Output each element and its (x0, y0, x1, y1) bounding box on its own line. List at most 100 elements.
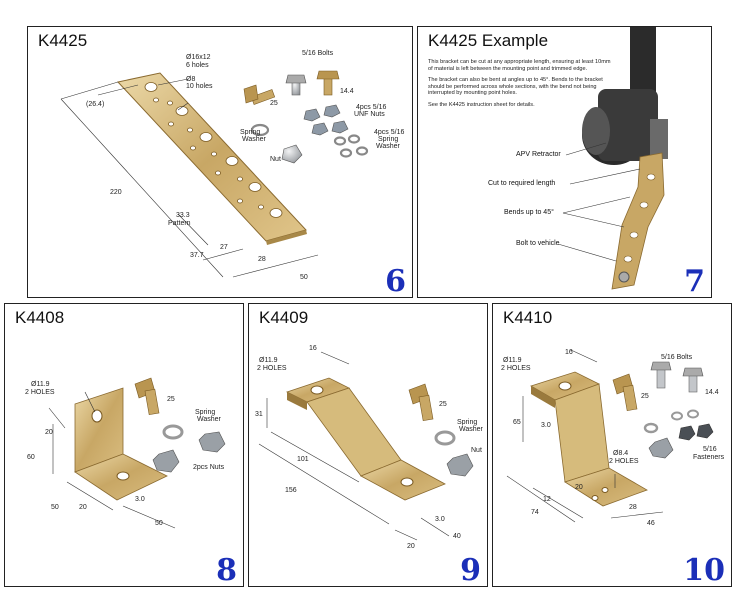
paragraph-bend: The bracket can also be bent at angles u… (428, 77, 603, 97)
label-nut: Nut (270, 156, 281, 163)
k4409-hardware (408, 383, 474, 477)
k4425-drawing: Ø16x12 6 holes Ø8 10 holes (26.4) 220 33… (60, 50, 404, 281)
callout-bends: Bends up to 45° (504, 209, 554, 216)
paragraph-see: See the K4425 instruction sheet for deta… (428, 101, 535, 108)
label-d25: 25 (167, 396, 175, 403)
label-d16: 16 (565, 349, 573, 356)
label-d20: 20 (407, 543, 415, 550)
label-d20b: 20 (79, 504, 87, 511)
paragraph-cut: This bracket can be cut at any appropria… (428, 59, 611, 72)
panel-number: 8 (216, 553, 237, 587)
label-spring: Spring (240, 129, 260, 136)
hardware-bolts (243, 70, 340, 105)
panel-number: 7 (684, 264, 705, 298)
label-hole2: 2 HOLES (25, 389, 55, 396)
label-d50b: 50 (155, 520, 163, 527)
label-d31: 31 (255, 411, 263, 418)
label-spring: Spring (195, 409, 215, 416)
panel-title: K4408 (15, 308, 65, 327)
label-d156: 156 (285, 487, 297, 494)
label-washer: Washer (242, 136, 267, 143)
label-spring: Spring (457, 419, 477, 426)
label-d50a: 50 (51, 504, 59, 511)
label-d30: 3.0 (435, 516, 445, 523)
label-d25: 25 (439, 401, 447, 408)
panel-number: 9 (460, 553, 481, 587)
label-d60: 60 (27, 454, 35, 461)
k4408-drawing: Ø11.9 2 HOLES 20 60 50 20 3.0 50 25 Spri… (25, 377, 226, 529)
label-d30: 3.0 (135, 496, 145, 503)
label-d101: 101 (297, 456, 309, 463)
label-hole84: Ø8.4 (613, 450, 628, 457)
label-pattern: Pattern (168, 220, 191, 227)
label-bolts: 5/16 Bolts (661, 354, 693, 361)
example-photo (557, 27, 668, 290)
k4410-drawing: 16 Ø11.9 2 HOLES 65 3.0 Ø8.4 2 HOLES 20 … (501, 349, 725, 527)
k4409-drawing: 16 Ø11.9 2 HOLES 31 101 156 3.0 20 40 25… (255, 345, 484, 550)
label-d144: 14.4 (705, 389, 719, 396)
label-d74: 74 (531, 509, 539, 516)
label-washer: Washer (197, 416, 222, 423)
label-d30: 3.0 (541, 422, 551, 429)
label-d28: 28 (629, 504, 637, 511)
k4410-hardware (612, 361, 714, 459)
label-nut: Nut (471, 447, 482, 454)
label-hole-small-count: 10 holes (186, 83, 213, 90)
label-offset: (26.4) (86, 101, 104, 108)
label-d12: 12 (543, 496, 551, 503)
panel-title: K4425 (38, 31, 88, 50)
example-description: This bracket can be cut at any appropria… (428, 59, 613, 114)
label-hole: Ø11.9 (503, 357, 522, 364)
label-hole-big-count: 6 holes (186, 62, 209, 69)
label-fast2: Fasteners (693, 454, 725, 461)
label-hole-big: Ø16x12 (186, 54, 211, 61)
label-d27: 27 (220, 244, 228, 251)
label-d25: 25 (270, 100, 278, 107)
panel-k4425: K4425 (27, 26, 413, 298)
label-d28: 28 (258, 256, 266, 263)
label-hole2: 2 HOLES (257, 365, 287, 372)
label-d20: 20 (575, 484, 583, 491)
callout-cut: Cut to required length (488, 180, 556, 187)
hardware-washers (250, 123, 369, 158)
callout-bolt: Bolt to vehicle (516, 240, 560, 247)
s-bracket-base (564, 467, 648, 507)
hardware-nuts (281, 104, 349, 164)
label-d25: 25 (641, 393, 649, 400)
label-fast1: 5/16 (703, 446, 717, 453)
panel-title: K4425 Example (428, 31, 549, 50)
panel-number: 6 (385, 264, 406, 298)
k4408-hardware (134, 377, 226, 473)
label-hole: Ø11.9 (259, 357, 278, 364)
label-d16: 16 (309, 345, 317, 352)
panel-title: K4410 (503, 308, 553, 327)
label-d144: 14.4 (340, 88, 354, 95)
label-hole: Ø11.9 (31, 381, 50, 388)
label-hole84b: 2 HOLES (609, 458, 639, 465)
panel-k4409: K4409 16 Ø11.9 2 HOLES 31 101 156 3.0 20… (248, 303, 488, 587)
label-hole2: 2 HOLES (501, 365, 531, 372)
label-length: 220 (110, 189, 122, 196)
label-spring4c: Washer (376, 143, 401, 150)
label-spring4b: Spring (378, 136, 398, 143)
panel-k4408: K4408 Ø11.9 2 HOLES 20 60 50 20 3.0 50 (4, 303, 244, 587)
plate-holes (144, 82, 283, 218)
label-nuts: 2pcs Nuts (193, 464, 225, 471)
label-d50: 50 (300, 274, 308, 281)
panel-k4410: K4410 16 Ø11.9 2 HOLES 65 3.0 Ø8.4 2 HOL… (492, 303, 732, 587)
z-bracket-web (306, 387, 402, 477)
label-washer: Washer (459, 426, 484, 433)
label-d65: 65 (513, 419, 521, 426)
label-pattern-val: 33.3 (176, 212, 190, 219)
label-d37: 37.7 (190, 252, 204, 259)
callout-retractor: APV Retractor (516, 151, 561, 158)
label-bolts: 5/16 Bolts (302, 50, 334, 57)
example-bracket (611, 152, 665, 290)
panel-number: 10 (683, 553, 725, 587)
label-nuts2: UNF Nuts (354, 111, 385, 118)
panel-k4425-example: K4425 Example This bracket can be cut at… (417, 26, 712, 298)
label-d40: 40 (453, 533, 461, 540)
label-d20a: 20 (45, 429, 53, 436)
label-d46: 46 (647, 520, 655, 527)
label-nuts: 4pcs 5/16 (356, 104, 386, 111)
